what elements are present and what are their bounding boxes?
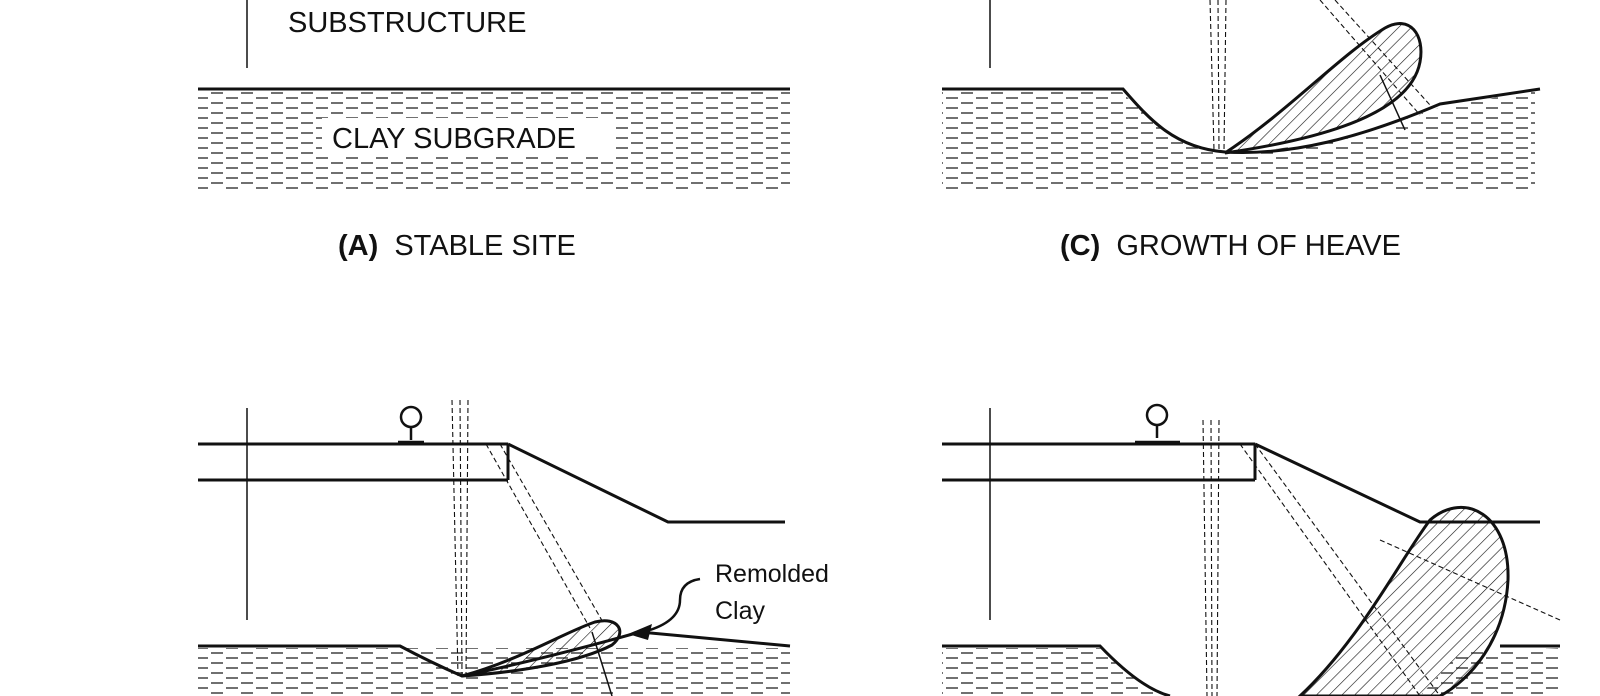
substructure-label: SUBSTRUCTURE <box>288 7 526 39</box>
load-marker <box>398 405 424 444</box>
clay-subgrade <box>198 630 791 696</box>
caption-a-letter: (A) <box>338 230 378 262</box>
caption-c-text: GROWTH OF HEAVE <box>1116 230 1401 262</box>
remolded-clay-zone <box>461 619 622 678</box>
caption-c-letter: (C) <box>1060 230 1100 262</box>
heave-zone <box>1224 22 1423 155</box>
clay-subgrade <box>942 90 1535 190</box>
embankment <box>198 442 785 524</box>
slip-lines <box>451 399 605 677</box>
caption-c: (C) GROWTH OF HEAVE <box>1060 230 1401 262</box>
panel-b: Remolded Clay <box>198 399 829 696</box>
remolded-clay-label: Remolded <box>715 560 829 588</box>
caption-a-text: STABLE SITE <box>394 230 576 262</box>
clay-subgrade-label: CLAY SUBGRADE <box>332 123 576 155</box>
clay-subgrade: CLAY SUBGRADE <box>198 87 790 192</box>
caption-a: (A) STABLE SITE <box>338 230 576 262</box>
panel-d <box>942 403 1561 696</box>
remolded-clay-pointer <box>628 577 701 640</box>
panel-a: SUBSTRUCTURE CLAY SUBGRADE (A) STABLE SI… <box>198 0 790 262</box>
failure-zone <box>1297 505 1510 696</box>
load-marker <box>1135 403 1180 444</box>
embankment <box>942 442 1540 524</box>
remolded-clay-label-2: Clay <box>715 597 766 625</box>
panel-c: (C) GROWTH OF HEAVE <box>942 0 1541 262</box>
